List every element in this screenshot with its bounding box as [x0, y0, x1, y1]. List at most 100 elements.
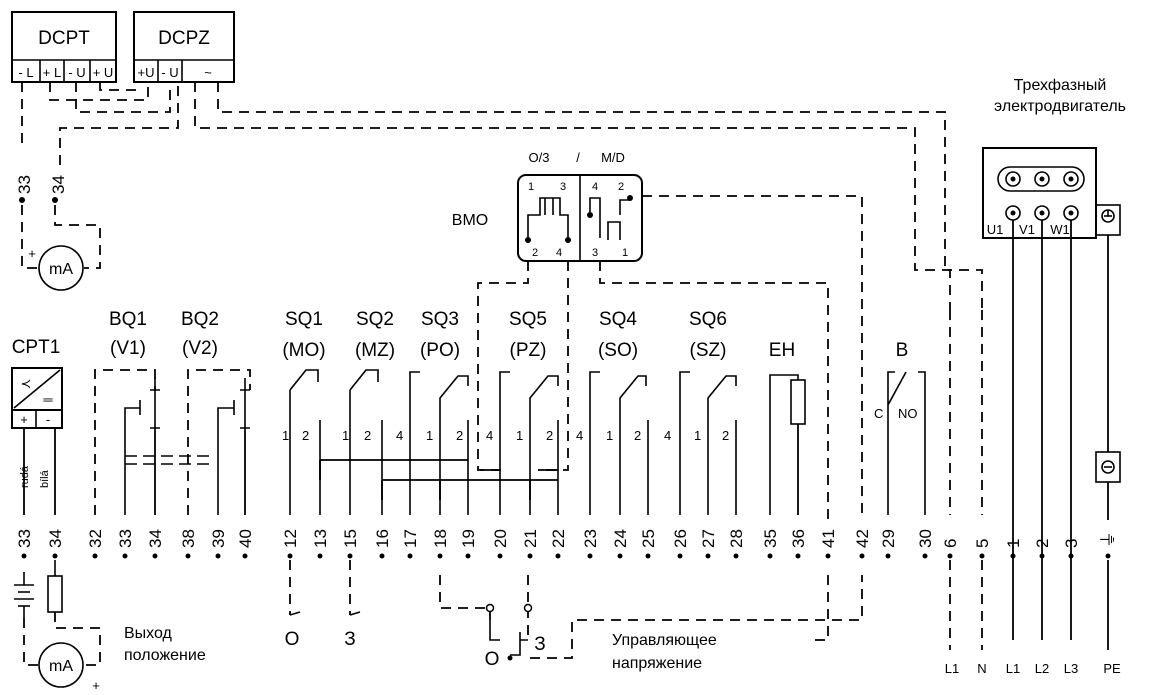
bmo-contact-4b: 4 [556, 247, 562, 259]
sq6-pin-2: 2 [722, 428, 729, 443]
cpt1-minus: - [46, 412, 50, 427]
terminal-point-13 [437, 553, 443, 559]
terminal-label-12: 17 [401, 529, 420, 548]
sq2-pin-2: 2 [364, 428, 371, 443]
terminal-point-33 [1039, 553, 1045, 559]
supply-l1-b: L1 [1006, 661, 1020, 676]
terminal-label-20: 25 [639, 529, 658, 548]
terminal-point-32 [1010, 553, 1016, 559]
supply-wiring [949, 310, 983, 515]
bq2-sub: (V2) [182, 338, 218, 359]
local-control: O З O З Управляющее напряжение [285, 560, 863, 672]
bmo-contact-3: 3 [560, 181, 566, 193]
dcpz-terminal-pos-u: +U [138, 65, 155, 80]
motor-title-line1: Трехфазный [1014, 77, 1107, 94]
terminal-label-18: 23 [581, 529, 600, 548]
cpt1-wire-white: bílá [39, 469, 51, 488]
sq2-pin-1: 1 [342, 428, 349, 443]
module-wiring [21, 82, 983, 310]
terminal-label-34: 3 [1062, 539, 1081, 548]
sq1-pin-1: 1 [282, 428, 289, 443]
terminal-label-17: 22 [549, 529, 568, 548]
terminal-label-35: ⏚ [1099, 531, 1118, 548]
output-position-circuit: mA + Выход положение [14, 560, 206, 693]
dcpt-terminal-pos-l: + L [43, 65, 61, 80]
dcpt-title: DCPT [38, 28, 90, 49]
terminal-label-15: 20 [491, 529, 510, 548]
heater-eh: EH [769, 340, 806, 515]
terminal-point-1 [52, 553, 58, 559]
dcpz-title: DCPZ [158, 28, 210, 49]
terminal-label-32: 1 [1004, 539, 1023, 548]
sq6-name: SQ6 [689, 309, 727, 330]
terminal-label-8: 12 [281, 529, 300, 548]
terminal-label-7: 40 [236, 529, 255, 548]
sq5-sub: (PZ) [510, 340, 547, 361]
bmo-mode-md: M/D [601, 150, 625, 165]
terminal-point-30 [947, 553, 953, 559]
sq6-pin-1: 1 [694, 428, 701, 443]
sq5-pin-4: 4 [486, 428, 493, 443]
terminal-label-23: 28 [727, 529, 746, 548]
terminal-label-33: 2 [1033, 539, 1052, 548]
bmo-contact-1b: 1 [622, 247, 628, 259]
terminal-point-11 [379, 553, 385, 559]
dcpz-terminal-neg-u: - U [161, 65, 178, 80]
bq1-sub: (V1) [110, 338, 146, 359]
bmo-contact-3b: 3 [592, 247, 598, 259]
terminal-label-13: 18 [431, 529, 450, 548]
dcpt-terminal-neg-l: - L [18, 65, 33, 80]
terminal-label-6: 39 [209, 529, 228, 548]
terminal-label-0: 33 [15, 529, 34, 548]
terminal-label-14: 19 [459, 529, 478, 548]
lower-ma-plus: + [92, 678, 100, 693]
terminal-label-21: 26 [671, 529, 690, 548]
terminal-point-20 [645, 553, 651, 559]
bmo-label: BMO [452, 212, 488, 229]
terminal-point-17 [555, 553, 561, 559]
terminal-label-10: 15 [341, 529, 360, 548]
terminal-point-27 [859, 553, 865, 559]
terminal-label-31: 5 [973, 539, 992, 548]
dcpz-terminal-ac: ~ [204, 65, 212, 80]
terminal-point-0 [21, 553, 27, 559]
terminal-point-4 [152, 553, 158, 559]
cpt1-plus: + [20, 412, 28, 427]
motor-title-line2: электродвигатель [994, 98, 1126, 115]
bmo-contact-4: 4 [592, 181, 598, 193]
sq2-sub: (MZ) [355, 340, 395, 361]
terminal-point-8 [287, 553, 293, 559]
terminal-label-5: 38 [179, 529, 198, 548]
svg-text:≺: ≺ [21, 376, 32, 391]
supply-l3: L3 [1064, 661, 1078, 676]
supply-l1-a: L1 [945, 661, 959, 676]
sq4-pin-4: 4 [576, 428, 583, 443]
terminal-label-19: 24 [611, 529, 630, 548]
upper-ma-plus: + [28, 246, 36, 261]
output-label-line1: Выход [124, 625, 173, 642]
terminal-point-5 [185, 553, 191, 559]
terminal-label-24: 35 [761, 529, 780, 548]
bmo-slash: / [576, 150, 580, 165]
terminal-point-21 [677, 553, 683, 559]
svg-text:═: ═ [42, 392, 53, 407]
top-terminal-34: 34 [49, 175, 68, 194]
terminal-point-28 [885, 553, 891, 559]
winding-w1: W1 [1050, 222, 1070, 237]
sq1-name: SQ1 [285, 309, 323, 330]
upper-ma-meter: mA + [21, 205, 101, 291]
terminal-point-15 [497, 553, 503, 559]
terminal-point-29 [922, 553, 928, 559]
terminal-point-35 [1105, 553, 1111, 559]
terminal-label-30: 6 [941, 539, 960, 548]
sq5-pin-1: 1 [516, 428, 523, 443]
terminal-point-24 [767, 553, 773, 559]
control-voltage-line2: напряжение [612, 655, 702, 672]
bmo-mode-o3: O/3 [529, 150, 550, 165]
top-terminals: 33 34 [15, 175, 68, 203]
relay-b-label: B [896, 340, 909, 361]
bmo-contact-1: 1 [528, 181, 534, 193]
terminal-point-12 [407, 553, 413, 559]
terminal-label-26: 41 [819, 529, 838, 548]
